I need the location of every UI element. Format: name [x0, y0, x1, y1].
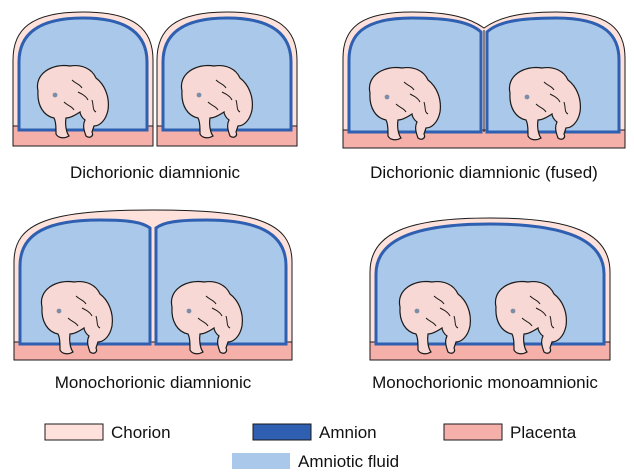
legend-item-chorion: Chorion [45, 423, 171, 442]
panel-label: Monochorionic diamnionic [55, 373, 252, 392]
panel-dichorionic-diamnionic-fused: Dichorionic diamnionic (fused) [343, 12, 625, 182]
legend-item-amnion: Amnion [253, 423, 377, 442]
panel-monochorionic-monoamnionic: Monochorionic monoamnionic [370, 218, 610, 392]
legend-item-placenta: Placenta [444, 423, 577, 442]
legend-label: Amnion [319, 423, 377, 442]
panel-label: Dichorionic diamnionic [70, 163, 241, 182]
panel-dichorionic-diamnionic: Dichorionic diamnionic [13, 12, 297, 182]
chorion-swatch [45, 424, 103, 440]
panel-monochorionic-diamnionic: Monochorionic diamnionic [14, 210, 292, 392]
legend: Chorion Amnion Placenta Amniotic fluid [45, 423, 577, 471]
legend-label: Chorion [111, 423, 171, 442]
legend-label: Amniotic fluid [298, 452, 399, 471]
legend-item-amniotic-fluid: Amniotic fluid [232, 452, 399, 471]
placenta-swatch [444, 424, 502, 440]
amnion-swatch [253, 424, 311, 440]
panel-label: Monochorionic monoamnionic [372, 373, 598, 392]
panel-label: Dichorionic diamnionic (fused) [370, 163, 598, 182]
amniotic-fluid-swatch [232, 453, 290, 469]
legend-label: Placenta [510, 423, 577, 442]
